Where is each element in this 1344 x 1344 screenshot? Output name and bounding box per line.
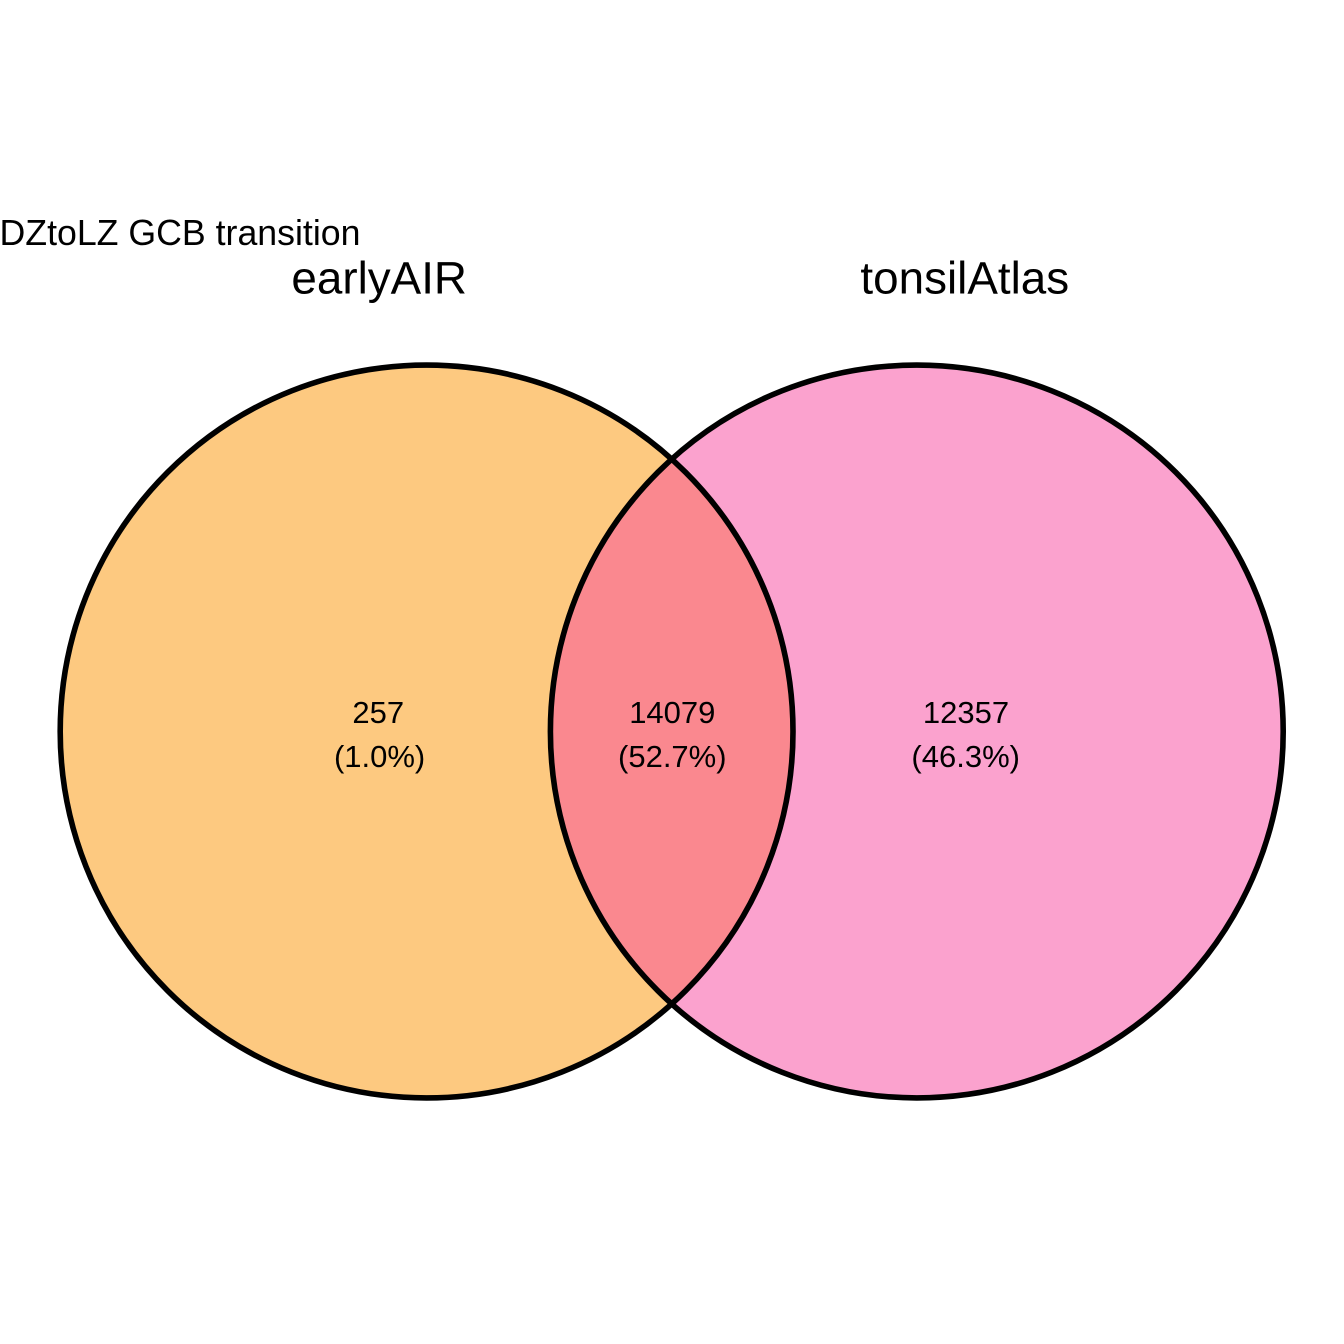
svg-text:tonsilAtlas: tonsilAtlas xyxy=(860,252,1069,303)
svg-text:(1.0%): (1.0%) xyxy=(334,739,425,774)
svg-text:DZtoLZ GCB transition: DZtoLZ GCB transition xyxy=(0,213,360,253)
svg-text:(52.7%): (52.7%) xyxy=(618,739,727,774)
svg-text:12357: 12357 xyxy=(923,695,1009,730)
svg-text:(46.3%): (46.3%) xyxy=(911,739,1020,774)
svg-text:14079: 14079 xyxy=(629,695,715,730)
svg-text:earlyAIR: earlyAIR xyxy=(291,252,467,303)
svg-text:257: 257 xyxy=(352,695,404,730)
